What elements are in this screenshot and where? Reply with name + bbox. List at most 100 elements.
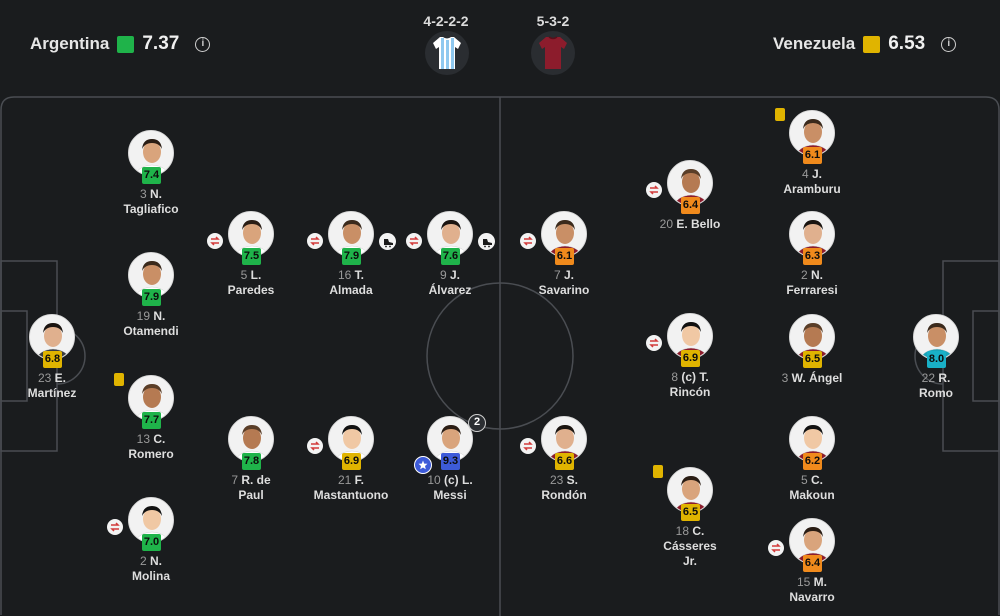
- home-jersey-icon[interactable]: [425, 31, 469, 75]
- player-of-the-match-star-icon: [414, 456, 432, 474]
- player-number: 2: [139, 554, 147, 568]
- player-number: 3: [781, 371, 789, 385]
- player-name: 23 E.Martínez: [27, 371, 77, 400]
- player-number: 10: [427, 473, 441, 487]
- away-rating-badge: [863, 35, 881, 53]
- player-rating-badge: 9.3: [441, 453, 460, 470]
- yellow-card-icon: [775, 108, 785, 121]
- player-number: 13: [136, 432, 150, 446]
- player-rating-badge: 7.9: [342, 248, 361, 265]
- away-formation: 5-3-2: [536, 13, 570, 29]
- player-name: 8 (c) T.Rincón: [669, 370, 711, 399]
- player-photo: [328, 416, 374, 462]
- player-name: 3 N.Tagliafico: [123, 187, 179, 216]
- home-team-summary: Argentina 7.37 i: [30, 32, 211, 56]
- home-team-name: Argentina: [30, 34, 110, 53]
- player-rating-badge: 7.7: [142, 412, 161, 429]
- goals-count-badge: 2: [468, 414, 486, 432]
- player-martinez[interactable]: 6.8 23 E.Martínez: [2, 314, 102, 402]
- player-number: 15: [796, 575, 811, 589]
- home-rating-badge: [117, 35, 135, 53]
- player-tagliafico[interactable]: 7.4 3 N.Tagliafico: [101, 130, 201, 218]
- player-name: 3 W. Ángel: [781, 371, 843, 385]
- substitution-icon: [107, 519, 123, 535]
- player-rating-badge: 6.3: [803, 248, 822, 265]
- player-rating-badge: 6.8: [43, 351, 62, 368]
- away-team-rating: 6.53: [888, 33, 926, 54]
- player-number: 4: [801, 167, 809, 181]
- player-messi[interactable]: 9.3 10 (c) L.Messi 2: [400, 414, 500, 504]
- player-rating-badge: 6.5: [803, 351, 822, 368]
- player-rating-badge: 8.0: [927, 351, 946, 368]
- home-info-icon[interactable]: i: [195, 36, 211, 52]
- substitution-icon: [307, 438, 323, 454]
- player-rating-badge: 7.5: [242, 248, 261, 265]
- player-angel[interactable]: 6.5 3 W. Ángel: [762, 314, 862, 402]
- player-rating-badge: 7.4: [142, 167, 161, 184]
- player-rating-badge: 6.6: [555, 453, 574, 470]
- player-romero[interactable]: 7.7 13 C.Romero: [101, 373, 201, 463]
- player-rating-badge: 7.0: [142, 534, 161, 551]
- player-rating-badge: 6.1: [803, 147, 822, 164]
- player-number: 9: [439, 268, 447, 282]
- match-header: Argentina 7.37 i Venezuela 6.53 i 4-2-2-…: [0, 0, 1000, 96]
- player-rating-badge: 6.9: [681, 350, 700, 367]
- player-rating-badge: 6.1: [555, 248, 574, 265]
- player-otamendi[interactable]: 7.9 19 N.Otamendi: [101, 252, 201, 340]
- yellow-card-icon: [114, 373, 124, 386]
- substitution-icon: [646, 182, 662, 198]
- player-rondon[interactable]: 6.6 23 S.Rondón: [514, 416, 614, 504]
- player-number: 23: [37, 371, 52, 385]
- player-rating-badge: 7.9: [142, 289, 161, 306]
- away-team-name: Venezuela: [773, 34, 856, 53]
- player-number: 21: [337, 473, 352, 487]
- player-number: 20: [659, 217, 673, 231]
- player-number: 5: [240, 268, 248, 282]
- yellow-card-icon: [653, 465, 663, 478]
- substitution-icon: [307, 233, 323, 249]
- player-number: 2: [800, 268, 808, 282]
- home-formation: 4-2-2-2: [423, 13, 469, 29]
- substitution-icon: [768, 540, 784, 556]
- player-rating-badge: 6.5: [681, 504, 700, 521]
- player-number: 5: [800, 473, 808, 487]
- home-team-rating: 7.37: [142, 33, 180, 54]
- player-number: 23: [549, 473, 564, 487]
- player-rating-badge: 7.6: [441, 248, 460, 265]
- player-alvarez[interactable]: 7.6 9 J.Álvarez: [400, 211, 500, 299]
- player-name: 16 T.Almada: [329, 268, 373, 297]
- player-rincon[interactable]: 6.9 8 (c) T.Rincón: [640, 313, 740, 401]
- boot-icon: [379, 233, 396, 250]
- player-name: 23 S.Rondón: [541, 473, 587, 502]
- player-number: 22: [921, 371, 935, 385]
- substitution-icon: [646, 335, 662, 351]
- player-name: 15 M.Navarro: [789, 575, 835, 604]
- player-rating-badge: 7.8: [242, 453, 261, 470]
- player-almada[interactable]: 7.9 16 T.Almada: [301, 211, 401, 299]
- player-name: 19 N.Otamendi: [123, 309, 179, 338]
- player-name: 10 (c) L.Messi: [427, 473, 473, 502]
- player-name: 9 J.Álvarez: [428, 268, 472, 297]
- away-info-icon[interactable]: i: [941, 36, 957, 52]
- player-rating-badge: 6.9: [342, 453, 361, 470]
- substitution-icon: [520, 438, 536, 454]
- away-jersey-icon[interactable]: [531, 31, 575, 75]
- player-name: 13 C.Romero: [128, 432, 174, 461]
- substitution-icon: [207, 233, 223, 249]
- boot-icon: [478, 233, 495, 250]
- player-rating-badge: 6.4: [681, 197, 700, 214]
